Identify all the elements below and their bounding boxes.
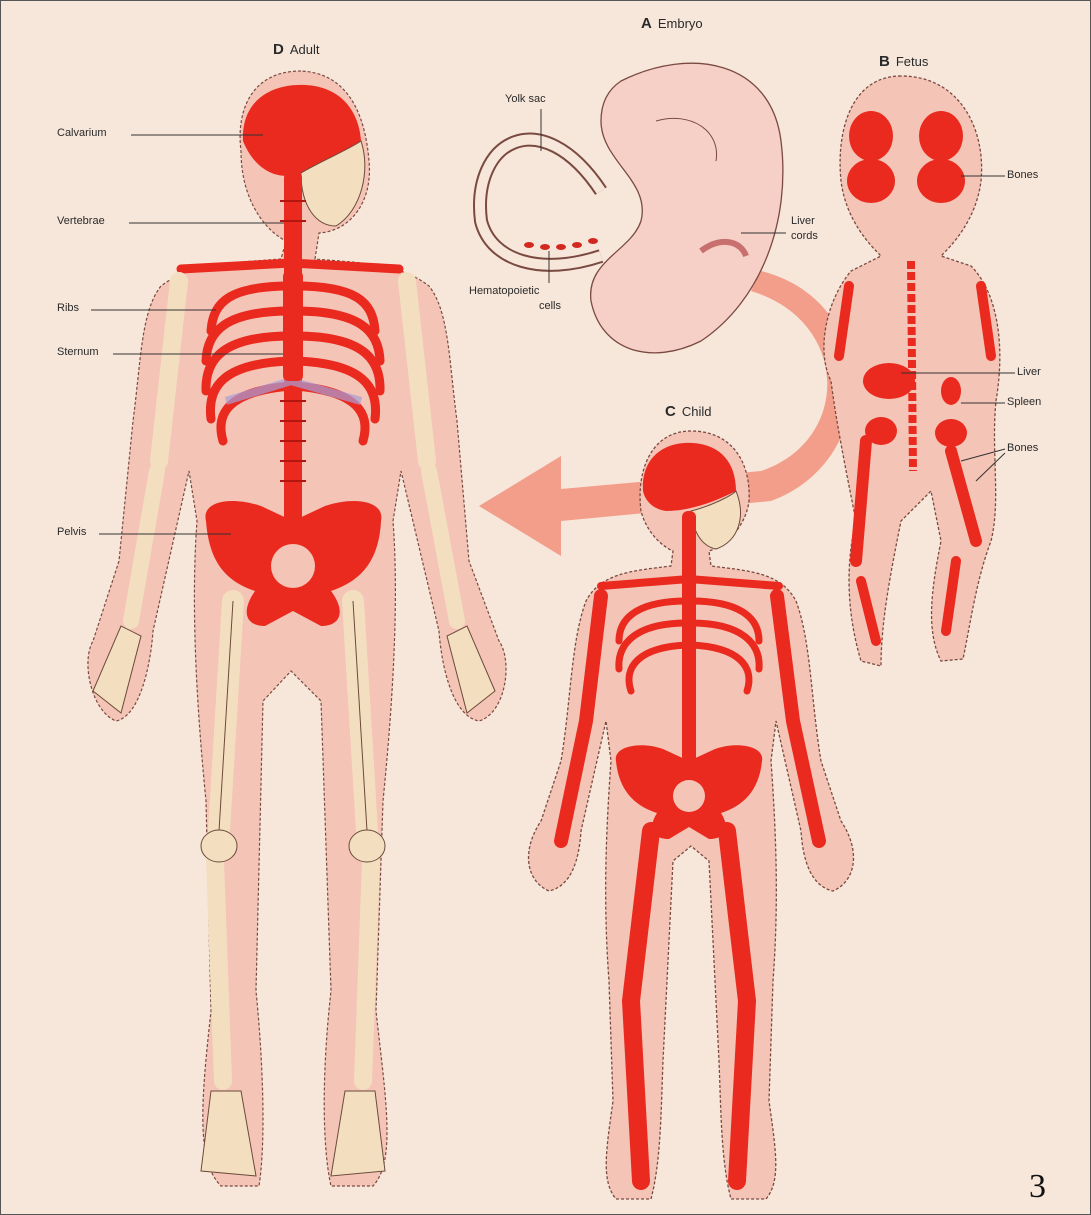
panel-letter-child: C [665, 403, 676, 420]
label-sternum: Sternum [57, 346, 99, 358]
panel-title-child: C Child [665, 403, 711, 420]
panel-letter-fetus: B [879, 53, 890, 70]
fetus-liver [863, 363, 915, 399]
panel-name-child: Child [682, 404, 712, 419]
label-pelvis: Pelvis [57, 526, 86, 538]
fetus-figure [824, 76, 1000, 666]
label-fetus-bones-pelvis: Bones [1007, 442, 1038, 454]
label-liver-cords-line1: Liver [791, 215, 815, 227]
label-liver-cords-line2: cords [791, 230, 818, 242]
page-number: 3 [1029, 1168, 1046, 1206]
adult-figure [88, 71, 506, 1186]
child-figure [529, 431, 854, 1199]
panel-name-embryo: Embryo [658, 16, 703, 31]
panel-title-adult: D Adult [273, 41, 319, 58]
label-calvarium: Calvarium [57, 127, 107, 139]
label-hematopoietic-line2: cells [539, 300, 561, 312]
label-ribs: Ribs [57, 302, 79, 314]
panel-title-embryo: A Embryo [641, 15, 703, 32]
label-yolk-sac: Yolk sac [505, 93, 546, 105]
panel-name-adult: Adult [290, 42, 320, 57]
fetus-spleen [941, 377, 961, 405]
panel-title-fetus: B Fetus [879, 53, 928, 70]
label-fetus-bones-head: Bones [1007, 169, 1038, 181]
label-fetus-liver: Liver [1017, 366, 1041, 378]
panel-letter-embryo: A [641, 15, 652, 32]
adult-sternum [283, 271, 303, 381]
panel-letter-adult: D [273, 41, 284, 58]
label-vertebrae: Vertebrae [57, 215, 105, 227]
hematopoietic-cells [524, 238, 598, 250]
panel-name-fetus: Fetus [896, 54, 929, 69]
embryo-figure [480, 63, 783, 353]
label-fetus-spleen: Spleen [1007, 396, 1041, 408]
label-hematopoietic-line1: Hematopoietic [469, 285, 539, 297]
